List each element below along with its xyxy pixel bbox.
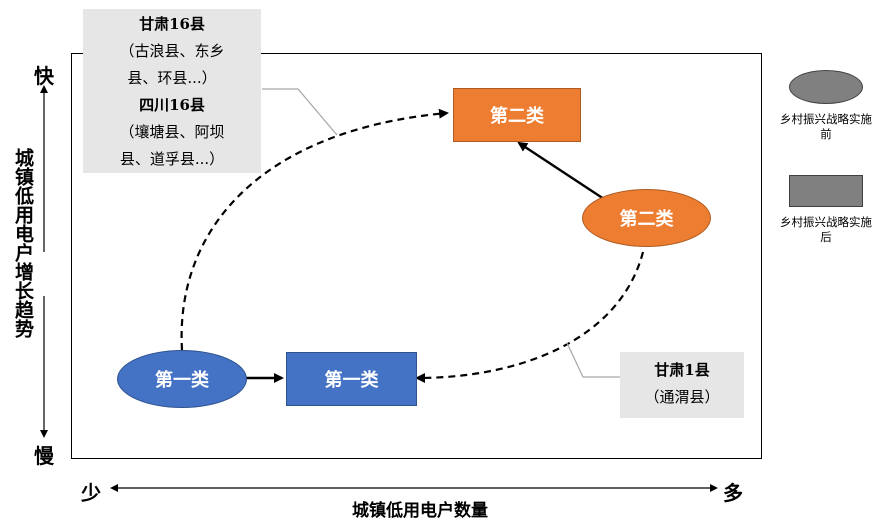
callout-line-sichuan-counties-1: （壤塘县、阿坝 xyxy=(119,123,225,141)
solid-arrow-cat2 xyxy=(517,141,605,201)
callout-line-sichuan16: 四川16县 xyxy=(139,96,205,114)
category-2-before-label: 第二类 xyxy=(619,209,674,230)
category-1-before-label: 第一类 xyxy=(155,370,209,391)
callout-gansu-tongwei: 甘肃1县 （通渭县） xyxy=(620,352,744,418)
category-1-before-ellipse: 第一类 xyxy=(117,350,247,408)
category-1-after-label: 第一类 xyxy=(324,370,379,391)
callout-line-gansu1: 甘肃1县 xyxy=(654,361,710,379)
callout-line-gansu-counties-2: 县、环县...） xyxy=(127,69,217,87)
x-axis-title: 城镇低用电户数量 xyxy=(352,501,488,521)
legend-before-swatch xyxy=(789,70,863,104)
callout-line-sichuan-counties-2: 县、道孚县...） xyxy=(119,150,225,168)
callout-gansu-sichuan: 甘肃16县 （古浪县、东乡 县、环县...） 四川16县 （壤塘县、阿坝 县、道… xyxy=(83,9,261,173)
chart-frame xyxy=(71,53,762,459)
callout-line-tongwei: （通渭县） xyxy=(644,388,720,406)
x-axis-right-label: 多 xyxy=(723,481,743,505)
category-1-after-box: 第一类 xyxy=(286,352,417,406)
x-axis-left-label: 少 xyxy=(81,481,101,505)
legend-after-swatch xyxy=(789,175,863,207)
category-2-before-ellipse: 第二类 xyxy=(582,189,711,247)
category-2-after-label: 第二类 xyxy=(490,106,544,127)
y-axis-top-label: 快 xyxy=(34,64,54,88)
y-axis-title: 城镇低用电户增长趋势 xyxy=(12,148,34,338)
dashed-transition-cat2-to-cat1 xyxy=(415,251,645,383)
y-axis-bottom-label: 慢 xyxy=(34,444,54,468)
dashed-transition-cat1-to-cat2 xyxy=(180,108,449,351)
callout-leader-bottom xyxy=(566,342,620,378)
callout-line-gansu-counties-1: （古浪县、东乡 xyxy=(119,42,225,60)
callout-line-gansu16: 甘肃16县 xyxy=(139,15,205,33)
legend-after-label: 乡村振兴战略实施后 xyxy=(780,215,872,244)
category-2-after-box: 第二类 xyxy=(453,88,581,142)
callout-leader-top xyxy=(262,88,338,136)
legend-before-label: 乡村振兴战略实施前 xyxy=(780,112,872,141)
